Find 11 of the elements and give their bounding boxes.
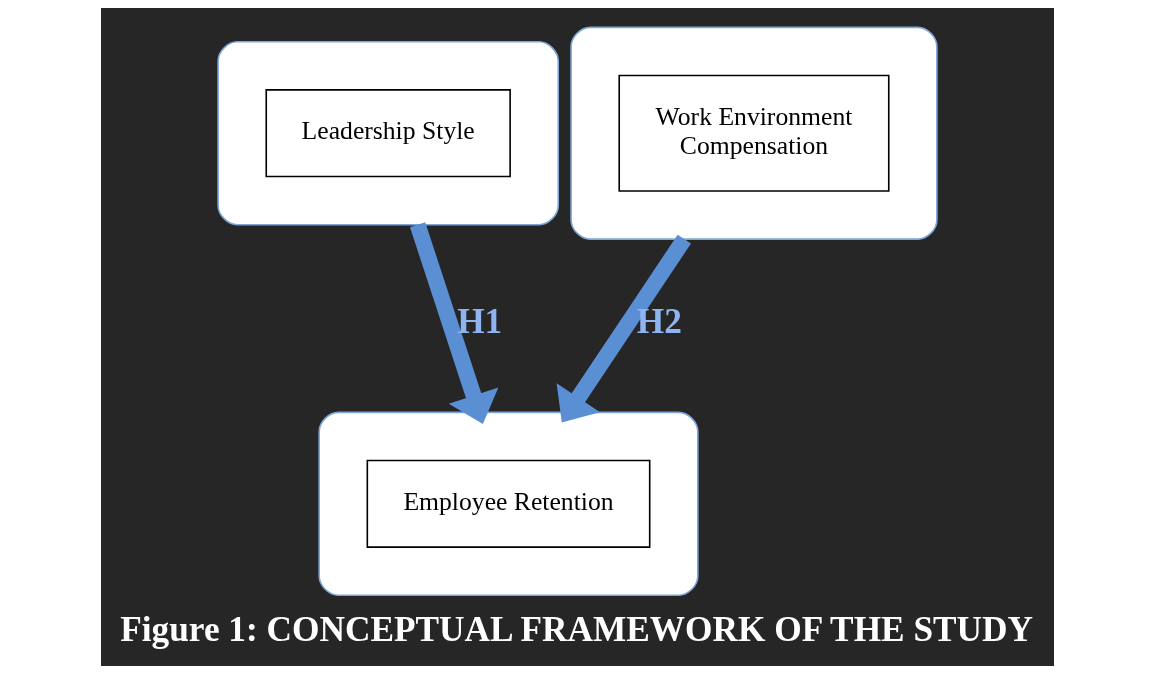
- arrow: [409, 222, 498, 424]
- node-box: Work Environment Compensation: [617, 74, 890, 192]
- edge-label: H1: [456, 302, 502, 342]
- edge-label: H2: [636, 302, 682, 342]
- node-box: Employee Retention: [366, 459, 650, 548]
- cluster: [569, 26, 938, 240]
- diagram-title: Figure 1: CONCEPTUAL FRAMEWORK OF THE STUDY: [119, 610, 1033, 650]
- node-box: Leadership Style: [264, 89, 511, 178]
- cluster: [317, 411, 699, 597]
- cluster: [216, 41, 559, 226]
- arrow: [556, 234, 691, 423]
